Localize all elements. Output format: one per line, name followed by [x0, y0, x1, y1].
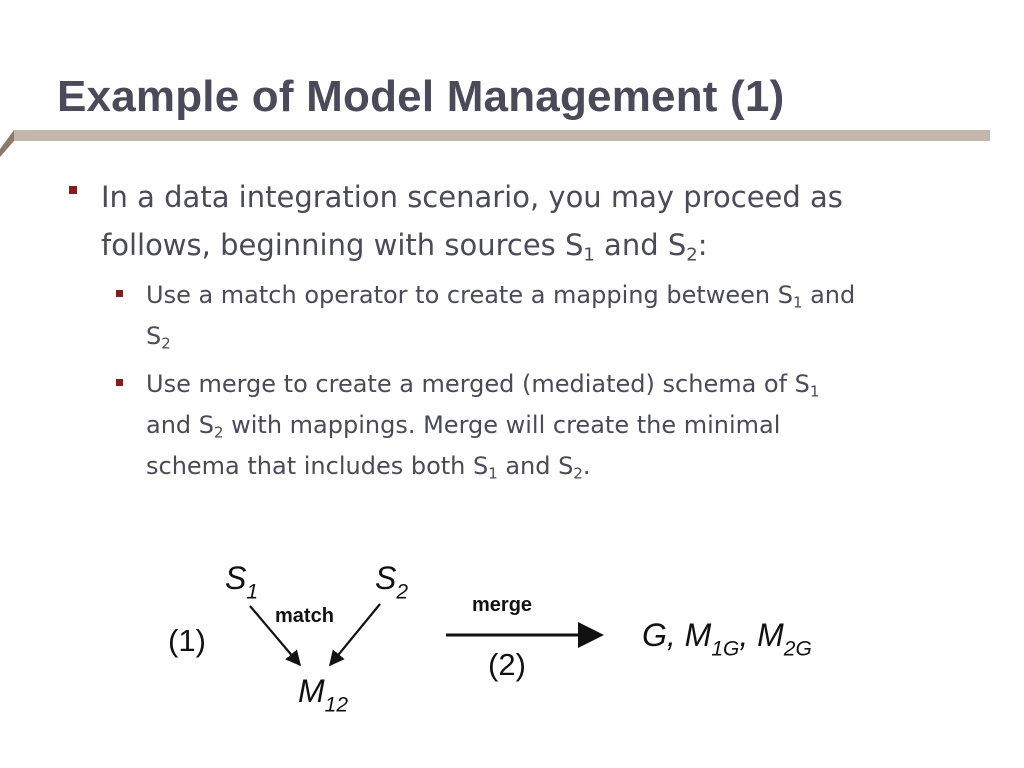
match-arrow-left	[249, 605, 301, 667]
bullet-text: and	[802, 281, 856, 309]
bullet-level1: In a data integration scenario, you may …	[101, 173, 961, 269]
subscript: 2	[573, 464, 583, 483]
match-label: match	[275, 605, 334, 627]
bullet-marker	[116, 379, 123, 386]
bullet-text: and S	[594, 228, 687, 262]
subscript: 2	[686, 244, 698, 266]
bullet-text: with mappings. Merge will create the min…	[223, 411, 781, 439]
bullet-text: :	[697, 228, 708, 262]
bullet-level2-merge: Use merge to create a merged (mediated) …	[146, 364, 976, 487]
subscript: 1	[793, 293, 803, 312]
bullet-text: .	[582, 452, 591, 480]
subscript: 1	[583, 244, 595, 266]
merge-result-label: G, M1G, M2G	[642, 617, 812, 661]
bullet-marker	[69, 186, 77, 194]
bullet-text: Use merge to create a merged (mediated) …	[146, 370, 810, 398]
source-s2-label: S2	[375, 560, 409, 604]
bullet-text: follows, beginning with sources S	[101, 228, 584, 262]
bullet-text: Use a match operator to create a mapping…	[146, 281, 793, 309]
mapping-m12-label: M12	[298, 673, 349, 717]
bullet-level2-match: Use a match operator to create a mapping…	[146, 275, 976, 357]
step-2-label: (2)	[488, 647, 526, 682]
subscript: 2	[214, 423, 224, 442]
bullet-text: and S	[497, 452, 574, 480]
title-rule	[0, 130, 990, 157]
merge-arrow-head	[578, 622, 604, 648]
subscript: 1	[809, 382, 820, 401]
subscript: 2	[161, 334, 171, 353]
merge-label: merge	[472, 594, 533, 616]
slide-title: Example of Model Management (1)	[57, 72, 785, 121]
subscript: 1	[488, 464, 498, 483]
bullet-text: S	[146, 322, 162, 350]
bullet-text: In a data integration scenario, you may …	[101, 180, 843, 214]
step-1-label: (1)	[168, 623, 206, 658]
bullet-text: schema that includes both S	[146, 452, 489, 480]
match-arrow-right	[329, 603, 381, 667]
source-s1-label: S1	[225, 560, 259, 604]
bullet-marker	[116, 290, 123, 297]
bullet-text: and S	[146, 411, 215, 439]
